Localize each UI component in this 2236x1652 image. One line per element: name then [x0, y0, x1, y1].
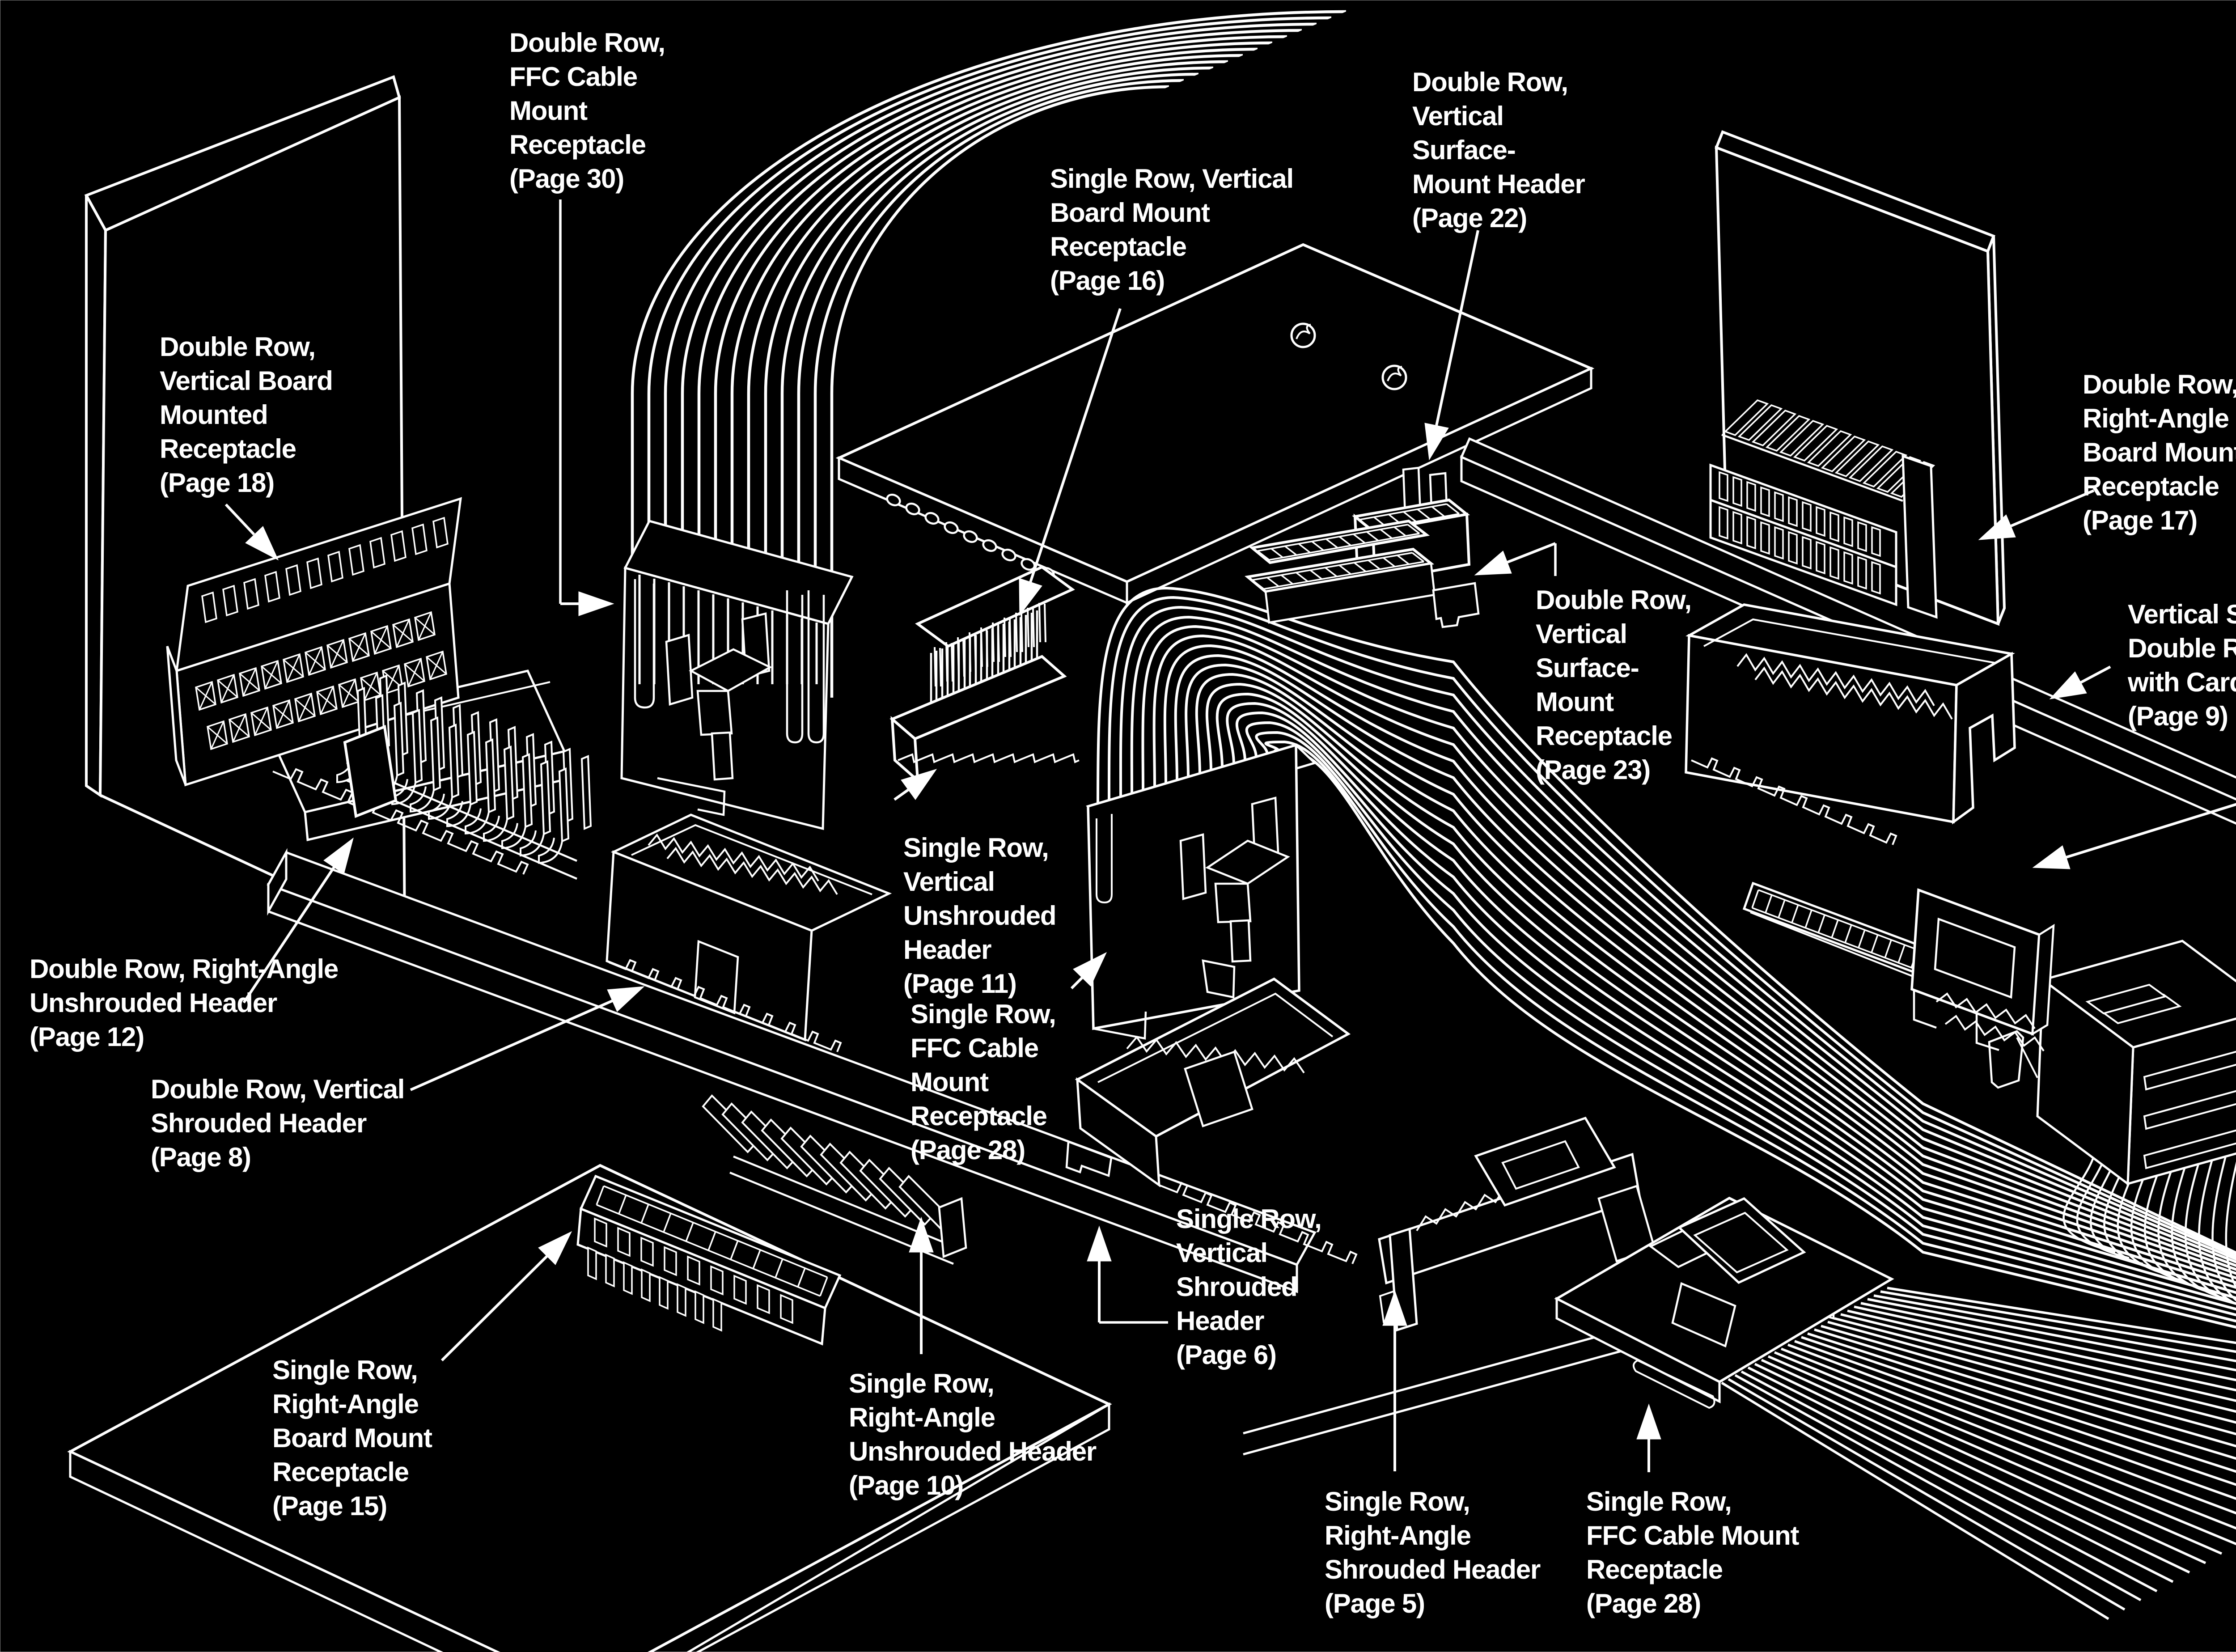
- svg-text:Double Row,: Double Row,: [509, 28, 665, 58]
- svg-text:(Page 11): (Page 11): [903, 969, 1016, 999]
- svg-text:Single Row,: Single Row,: [903, 833, 1049, 863]
- svg-text:Double Row,: Double Row,: [1412, 67, 1568, 97]
- svg-text:Vertical: Vertical: [1176, 1238, 1267, 1268]
- svg-text:FFC Cable: FFC Cable: [509, 62, 637, 92]
- svg-text:with Card Slot: with Card Slot: [2127, 667, 2236, 697]
- svg-text:Vertical Board: Vertical Board: [160, 366, 333, 396]
- svg-text:(Page 28): (Page 28): [910, 1135, 1025, 1165]
- svg-text:Receptacle: Receptacle: [160, 434, 296, 464]
- svg-text:Surface-: Surface-: [1412, 135, 1516, 165]
- svg-text:Unshrouded: Unshrouded: [903, 901, 1056, 931]
- svg-text:(Page 28): (Page 28): [1586, 1588, 1701, 1618]
- svg-text:(Page 10): (Page 10): [849, 1470, 963, 1500]
- svg-text:Receptacle: Receptacle: [910, 1101, 1047, 1131]
- svg-text:Vertical Shrouded: Vertical Shrouded: [2128, 599, 2236, 629]
- svg-text:Right-Angle: Right-Angle: [2083, 403, 2229, 433]
- svg-text:Double Row, Vertical: Double Row, Vertical: [151, 1074, 404, 1104]
- svg-text:Mount: Mount: [1536, 687, 1614, 717]
- svg-text:Mount: Mount: [910, 1067, 989, 1097]
- svg-text:(Page 22): (Page 22): [1412, 203, 1527, 233]
- svg-text:Receptacle: Receptacle: [1536, 721, 1672, 751]
- svg-text:Header: Header: [903, 935, 991, 965]
- svg-text:Double Row,: Double Row,: [1536, 585, 1691, 615]
- svg-text:Receptacle: Receptacle: [1050, 232, 1186, 262]
- svg-text:(Page 5): (Page 5): [1325, 1588, 1425, 1618]
- svg-text:Unshrouded Header: Unshrouded Header: [30, 988, 277, 1018]
- svg-text:Double Row,: Double Row,: [160, 332, 315, 362]
- svg-text:Double Row, Right-Angle: Double Row, Right-Angle: [30, 954, 338, 984]
- svg-text:Shrouded: Shrouded: [1176, 1272, 1297, 1302]
- svg-text:Surface-: Surface-: [1536, 653, 1639, 683]
- svg-text:(Page 23): (Page 23): [1536, 755, 1650, 785]
- svg-text:(Page 17): (Page 17): [2083, 505, 2197, 535]
- svg-text:Single Row,: Single Row,: [849, 1368, 994, 1398]
- svg-text:Receptacle: Receptacle: [1586, 1555, 1723, 1584]
- svg-text:(Page 8): (Page 8): [151, 1142, 251, 1172]
- svg-text:Vertical: Vertical: [1412, 101, 1503, 131]
- svg-text:(Page 6): (Page 6): [1176, 1340, 1276, 1370]
- svg-text:Double Row Header: Double Row Header: [2128, 633, 2236, 663]
- svg-text:Single Row,: Single Row,: [1176, 1204, 1321, 1234]
- svg-text:Right-Angle: Right-Angle: [272, 1389, 419, 1419]
- svg-text:Unshrouded Header: Unshrouded Header: [849, 1436, 1097, 1466]
- svg-text:(Page 15): (Page 15): [272, 1491, 387, 1521]
- svg-text:Double Row,: Double Row,: [2083, 369, 2236, 399]
- svg-text:Shrouded Header: Shrouded Header: [151, 1108, 367, 1138]
- svg-text:FFC Cable Mount: FFC Cable Mount: [1586, 1521, 1799, 1550]
- svg-text:Vertical: Vertical: [1536, 619, 1627, 649]
- svg-text:Single Row,: Single Row,: [1325, 1487, 1470, 1516]
- svg-text:Single Row,: Single Row,: [272, 1355, 418, 1385]
- svg-text:(Page 30): (Page 30): [509, 164, 624, 194]
- svg-text:Single Row,: Single Row,: [1586, 1487, 1732, 1516]
- svg-text:Board Mount: Board Mount: [1050, 198, 1210, 228]
- svg-text:Shrouded Header: Shrouded Header: [1325, 1555, 1541, 1584]
- svg-text:Receptacle: Receptacle: [2083, 471, 2219, 501]
- svg-text:Receptacle: Receptacle: [272, 1457, 409, 1487]
- svg-text:Right-Angle: Right-Angle: [849, 1402, 995, 1432]
- svg-text:Vertical: Vertical: [903, 867, 995, 897]
- svg-text:Header: Header: [1176, 1306, 1264, 1336]
- svg-text:Mount Header: Mount Header: [1412, 169, 1585, 199]
- svg-text:(Page 16): (Page 16): [1050, 266, 1165, 296]
- svg-text:Receptacle: Receptacle: [509, 130, 646, 160]
- svg-text:Mounted: Mounted: [160, 400, 268, 430]
- svg-text:(Page 12): (Page 12): [30, 1022, 144, 1052]
- svg-text:(Page 9): (Page 9): [2128, 701, 2228, 731]
- svg-text:Single Row,: Single Row,: [910, 999, 1056, 1029]
- svg-text:Right-Angle: Right-Angle: [1325, 1521, 1471, 1550]
- svg-text:Board Mount: Board Mount: [272, 1423, 432, 1453]
- svg-text:FFC Cable: FFC Cable: [910, 1033, 1038, 1063]
- svg-text:Mount: Mount: [509, 96, 588, 126]
- svg-text:Board Mounted: Board Mounted: [2083, 437, 2236, 467]
- svg-text:Single Row, Vertical: Single Row, Vertical: [1050, 164, 1293, 194]
- svg-text:(Page 18): (Page 18): [160, 468, 274, 498]
